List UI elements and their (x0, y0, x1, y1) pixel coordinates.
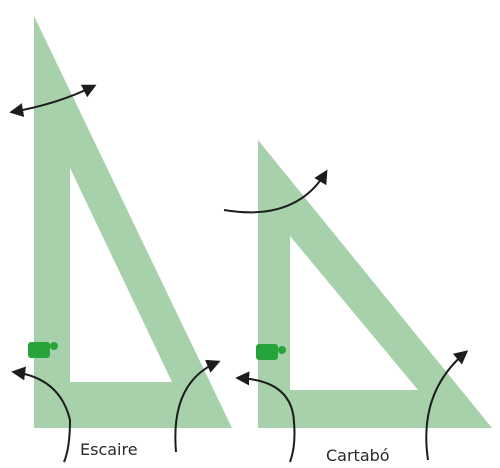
cartabo-body (258, 140, 492, 428)
cartabo-pivot-marker-icon (256, 344, 286, 360)
escaire-label: Escaire (80, 440, 138, 459)
curved-arrow-icon (425, 350, 469, 461)
escaire-set-square (34, 16, 232, 428)
cartabo-set-square (258, 140, 492, 428)
curved-arrow-icon (235, 371, 296, 463)
escaire-body (34, 16, 232, 428)
escaire-pivot-marker-icon (28, 342, 58, 358)
curved-arrow-icon (11, 366, 72, 463)
curved-arrow-icon (9, 84, 97, 117)
escaire-rotation-arrows (9, 84, 221, 463)
cartabo-label: Cartabó (326, 446, 390, 465)
curved-arrow-icon (223, 169, 328, 214)
curved-arrow-icon (174, 359, 221, 453)
cartabo-rotation-arrows (223, 169, 469, 463)
